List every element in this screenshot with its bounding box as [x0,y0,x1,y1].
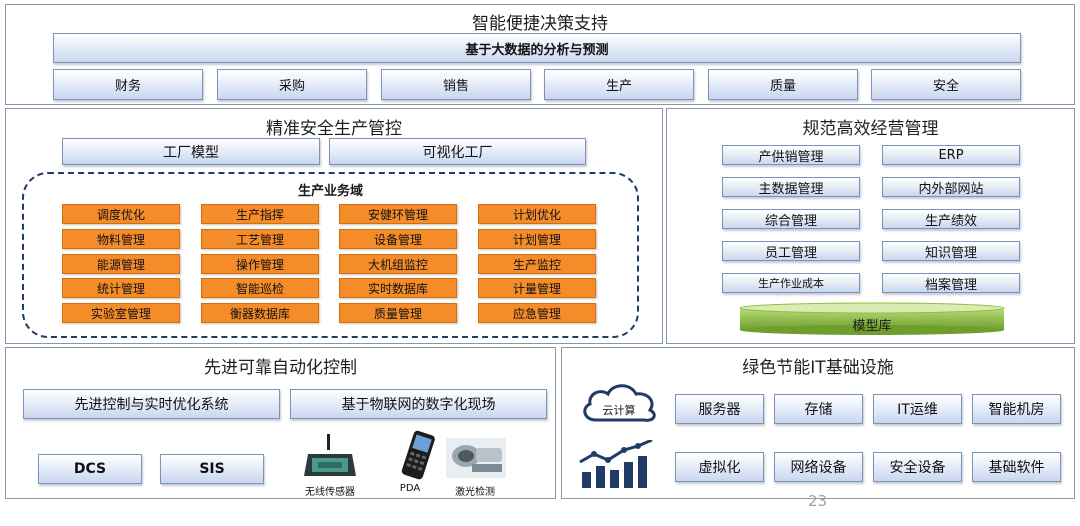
prod-item: 计划管理 [478,229,596,249]
production-domain-frame [22,172,639,338]
cloud-icon [583,384,656,422]
infra-item-virtualization: 虚拟化 [675,452,764,482]
prod-item: 衡器数据库 [201,303,319,323]
infra-item-base-software: 基础软件 [972,452,1061,482]
iot-digital-field-box: 基于物联网的数字化现场 [290,389,547,419]
infra-item-network: 网络设备 [774,452,863,482]
production-domain-title: 生产业务域 [297,184,363,199]
infra-item-storage: 存储 [774,394,863,424]
page-number: 23 [808,492,828,510]
cloud-label: 云计算 [602,404,636,417]
production-control-title: 精准安全生产管控 [266,119,402,139]
biz-right-item: 内外部网站 [882,177,1020,197]
biz-left-item: 员工管理 [722,241,860,261]
prod-item: 质量管理 [339,303,457,323]
visual-factory-box: 可视化工厂 [329,138,586,165]
biz-left-item: 综合管理 [722,209,860,229]
prod-item: 计划优化 [478,204,596,224]
prod-item: 操作管理 [201,254,319,274]
wireless-sensor-image [304,434,356,476]
factory-model-box: 工厂模型 [62,138,320,165]
advanced-control-box: 先进控制与实时优化系统 [23,389,280,419]
laser-detector-image [446,438,506,478]
biz-left-item: 产供销管理 [722,145,860,165]
biz-right-item: 知识管理 [882,241,1020,261]
prod-item: 物料管理 [62,229,180,249]
prod-item: 工艺管理 [201,229,319,249]
dcs-box: DCS [38,454,142,484]
decision-item-safety: 安全 [871,69,1021,100]
prod-item: 生产指挥 [201,204,319,224]
prod-item: 设备管理 [339,229,457,249]
it-infrastructure-title: 绿色节能IT基础设施 [742,358,894,378]
infra-item-it-ops: IT运维 [873,394,962,424]
biz-right-item: 档案管理 [882,273,1020,293]
prod-item: 应急管理 [478,303,596,323]
automation-title: 先进可靠自动化控制 [204,358,357,378]
prod-item: 能源管理 [62,254,180,274]
decision-item-sales: 销售 [381,69,531,100]
prod-item: 安健环管理 [339,204,457,224]
prod-item: 统计管理 [62,278,180,298]
biz-right-item: 生产绩效 [882,209,1020,229]
prod-item: 计量管理 [478,278,596,298]
infra-item-server: 服务器 [675,394,764,424]
decision-item-finance: 财务 [53,69,203,100]
model-library-cylinder [739,302,1005,335]
prod-item: 大机组监控 [339,254,457,274]
decision-support-section: 智能便捷决策支持 基于大数据的分析与预测 财务 采购 销售 生产 质量 安全 [5,4,1075,105]
decision-item-purchase: 采购 [217,69,367,100]
prod-item: 实时数据库 [339,278,457,298]
infra-item-security-device: 安全设备 [873,452,962,482]
bar-chart-icon [579,440,653,488]
biz-right-item: ERP [882,145,1020,165]
model-library-label: 模型库 [852,319,892,334]
pda-image [401,430,435,480]
prod-item: 生产监控 [478,254,596,274]
bigdata-banner: 基于大数据的分析与预测 [53,33,1021,63]
biz-left-item: 主数据管理 [722,177,860,197]
prod-item: 智能巡检 [201,278,319,298]
decision-support-title: 智能便捷决策支持 [472,14,608,34]
decision-item-quality: 质量 [708,69,858,100]
prod-item: 实验室管理 [62,303,180,323]
decision-item-production: 生产 [544,69,694,100]
pda-label: PDA [399,483,421,494]
laser-detection-label: 激光检测 [455,487,495,498]
sis-box: SIS [160,454,264,484]
business-management-title: 规范高效经营管理 [802,119,939,139]
biz-left-item: 生产作业成本 [722,273,860,293]
prod-item: 调度优化 [62,204,180,224]
infra-item-smart-room: 智能机房 [972,394,1061,424]
wireless-sensor-label: 无线传感器 [305,487,355,498]
